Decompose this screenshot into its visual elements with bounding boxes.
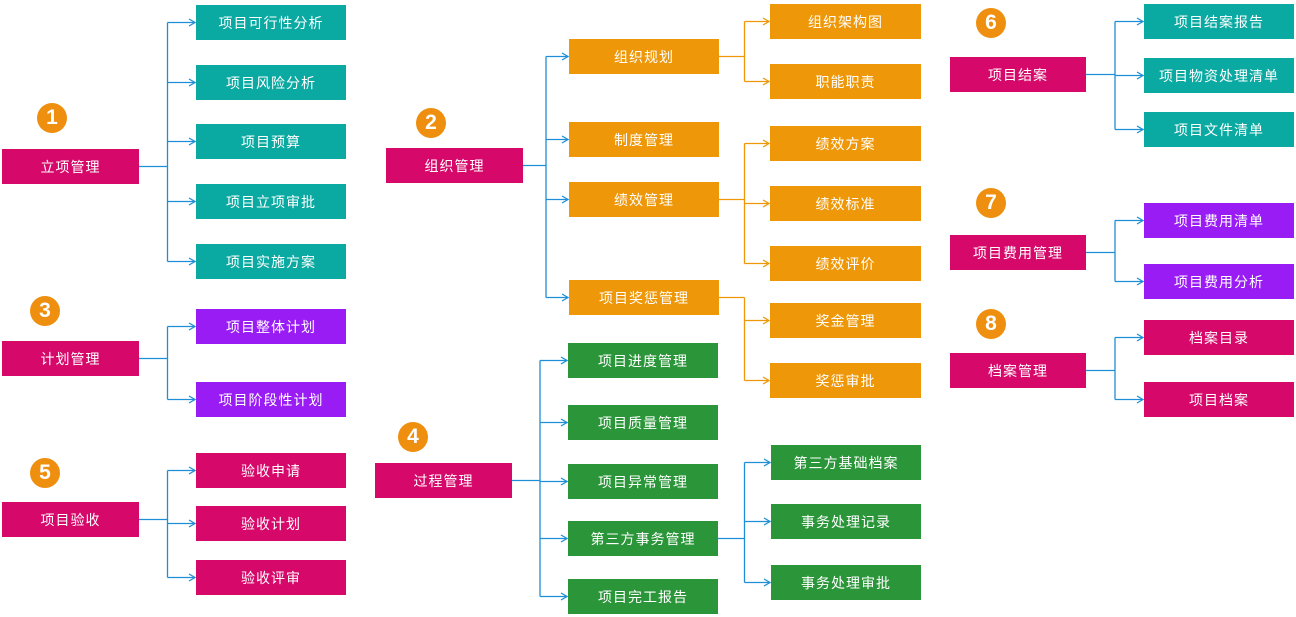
node-root-4[interactable]: 过程管理: [375, 463, 512, 498]
connector-arrow-g1-3: [188, 137, 197, 146]
node-4-1[interactable]: 项目进度管理: [568, 343, 718, 378]
connector-arrow-g3-2: [188, 395, 197, 404]
connector-arrow-g2-1-1: [762, 17, 771, 26]
node-4-4-1[interactable]: 第三方基础档案: [771, 445, 921, 480]
node-5-1[interactable]: 验收申请: [196, 453, 346, 488]
badge-2: 2: [416, 108, 446, 138]
connector-arrow-g4-1: [560, 356, 569, 365]
node-1-1[interactable]: 项目可行性分析: [196, 5, 346, 40]
node-4-4-3[interactable]: 事务处理审批: [771, 565, 921, 600]
connector-arrow-g4-4-3: [763, 578, 772, 587]
connector-arrow-g1-4: [188, 197, 197, 206]
connector-arrow-g1-1: [188, 18, 197, 27]
node-root-2[interactable]: 组织管理: [386, 148, 523, 183]
connector-arrow-g2-4: [561, 293, 570, 302]
node-6-2[interactable]: 项目物资处理清单: [1144, 58, 1294, 93]
connector-arrow-g6-1: [1136, 17, 1145, 26]
connector-arrow-g8-1: [1136, 333, 1145, 342]
node-4-5[interactable]: 项目完工报告: [568, 579, 718, 614]
node-8-1[interactable]: 档案目录: [1144, 320, 1294, 355]
connector-arrow-g6-3: [1136, 125, 1145, 134]
node-4-3[interactable]: 项目异常管理: [568, 464, 718, 499]
node-8-2[interactable]: 项目档案: [1144, 382, 1294, 417]
node-1-5[interactable]: 项目实施方案: [196, 244, 346, 279]
connector-arrow-g1-2: [188, 78, 197, 87]
connector-arrow-g2-4-2: [762, 376, 771, 385]
connector-arrow-g5-1: [188, 466, 197, 475]
connector-arrow-g5-3: [188, 573, 197, 582]
badge-8: 8: [976, 309, 1006, 339]
node-3-2[interactable]: 项目阶段性计划: [196, 382, 346, 417]
node-2-3-3[interactable]: 绩效评价: [770, 246, 921, 281]
node-2-4-1[interactable]: 奖金管理: [770, 303, 921, 338]
node-2-4[interactable]: 项目奖惩管理: [569, 280, 719, 315]
node-2-1-1[interactable]: 组织架构图: [770, 4, 921, 39]
node-6-3[interactable]: 项目文件清单: [1144, 112, 1294, 147]
connector-arrow-g4-4-1: [763, 458, 772, 467]
connector-arrow-g2-2: [561, 135, 570, 144]
node-root-1[interactable]: 立项管理: [2, 149, 139, 184]
node-root-5[interactable]: 项目验收: [2, 502, 139, 537]
node-5-2[interactable]: 验收计划: [196, 506, 346, 541]
badge-7: 7: [976, 188, 1006, 218]
badge-5: 5: [30, 458, 60, 488]
node-4-4-2[interactable]: 事务处理记录: [771, 504, 921, 539]
node-4-4[interactable]: 第三方事务管理: [568, 521, 718, 556]
connector-arrow-g2-3-3: [762, 259, 771, 268]
badge-6: 6: [976, 8, 1006, 38]
connector-arrow-g2-3-1: [762, 139, 771, 148]
node-1-2[interactable]: 项目风险分析: [196, 65, 346, 100]
node-root-7[interactable]: 项目费用管理: [950, 235, 1086, 270]
node-2-4-2[interactable]: 奖惩审批: [770, 363, 921, 398]
connector-arrow-g4-4-2: [763, 517, 772, 526]
node-7-1[interactable]: 项目费用清单: [1144, 203, 1294, 238]
node-5-3[interactable]: 验收评审: [196, 560, 346, 595]
node-3-1[interactable]: 项目整体计划: [196, 309, 346, 344]
connector-arrow-g7-1: [1136, 216, 1145, 225]
connector-arrow-g2-1: [561, 52, 570, 61]
node-1-4[interactable]: 项目立项审批: [196, 184, 346, 219]
connector-arrow-g1-5: [188, 257, 197, 266]
node-7-2[interactable]: 项目费用分析: [1144, 264, 1294, 299]
badge-1: 1: [37, 103, 67, 133]
node-2-3[interactable]: 绩效管理: [569, 182, 719, 217]
connector-arrow-g5-2: [188, 519, 197, 528]
connector-arrow-g2-4-1: [762, 316, 771, 325]
connector-arrow-g4-5: [560, 592, 569, 601]
node-4-2[interactable]: 项目质量管理: [568, 405, 718, 440]
node-root-8[interactable]: 档案管理: [950, 353, 1086, 388]
badge-4: 4: [398, 422, 428, 452]
connector-arrow-g7-2: [1136, 277, 1145, 286]
node-2-1[interactable]: 组织规划: [569, 39, 719, 74]
badge-3: 3: [30, 296, 60, 326]
node-root-6[interactable]: 项目结案: [950, 57, 1086, 92]
connector-arrow-g4-3: [560, 477, 569, 486]
node-2-1-2[interactable]: 职能职责: [770, 64, 921, 99]
node-2-3-1[interactable]: 绩效方案: [770, 126, 921, 161]
connector-arrow-g2-1-2: [762, 77, 771, 86]
connector-arrow-g3-1: [188, 322, 197, 331]
connector-arrow-g2-3-2: [762, 199, 771, 208]
connector-arrow-g2-3: [561, 195, 570, 204]
node-root-3[interactable]: 计划管理: [2, 341, 139, 376]
node-1-3[interactable]: 项目预算: [196, 124, 346, 159]
connector-arrow-g4-2: [560, 418, 569, 427]
node-2-3-2[interactable]: 绩效标准: [770, 186, 921, 221]
node-2-2[interactable]: 制度管理: [569, 122, 719, 157]
connector-arrow-g6-2: [1136, 71, 1145, 80]
connector-arrow-g8-2: [1136, 395, 1145, 404]
connector-arrow-g4-4: [560, 534, 569, 543]
node-6-1[interactable]: 项目结案报告: [1144, 4, 1294, 39]
